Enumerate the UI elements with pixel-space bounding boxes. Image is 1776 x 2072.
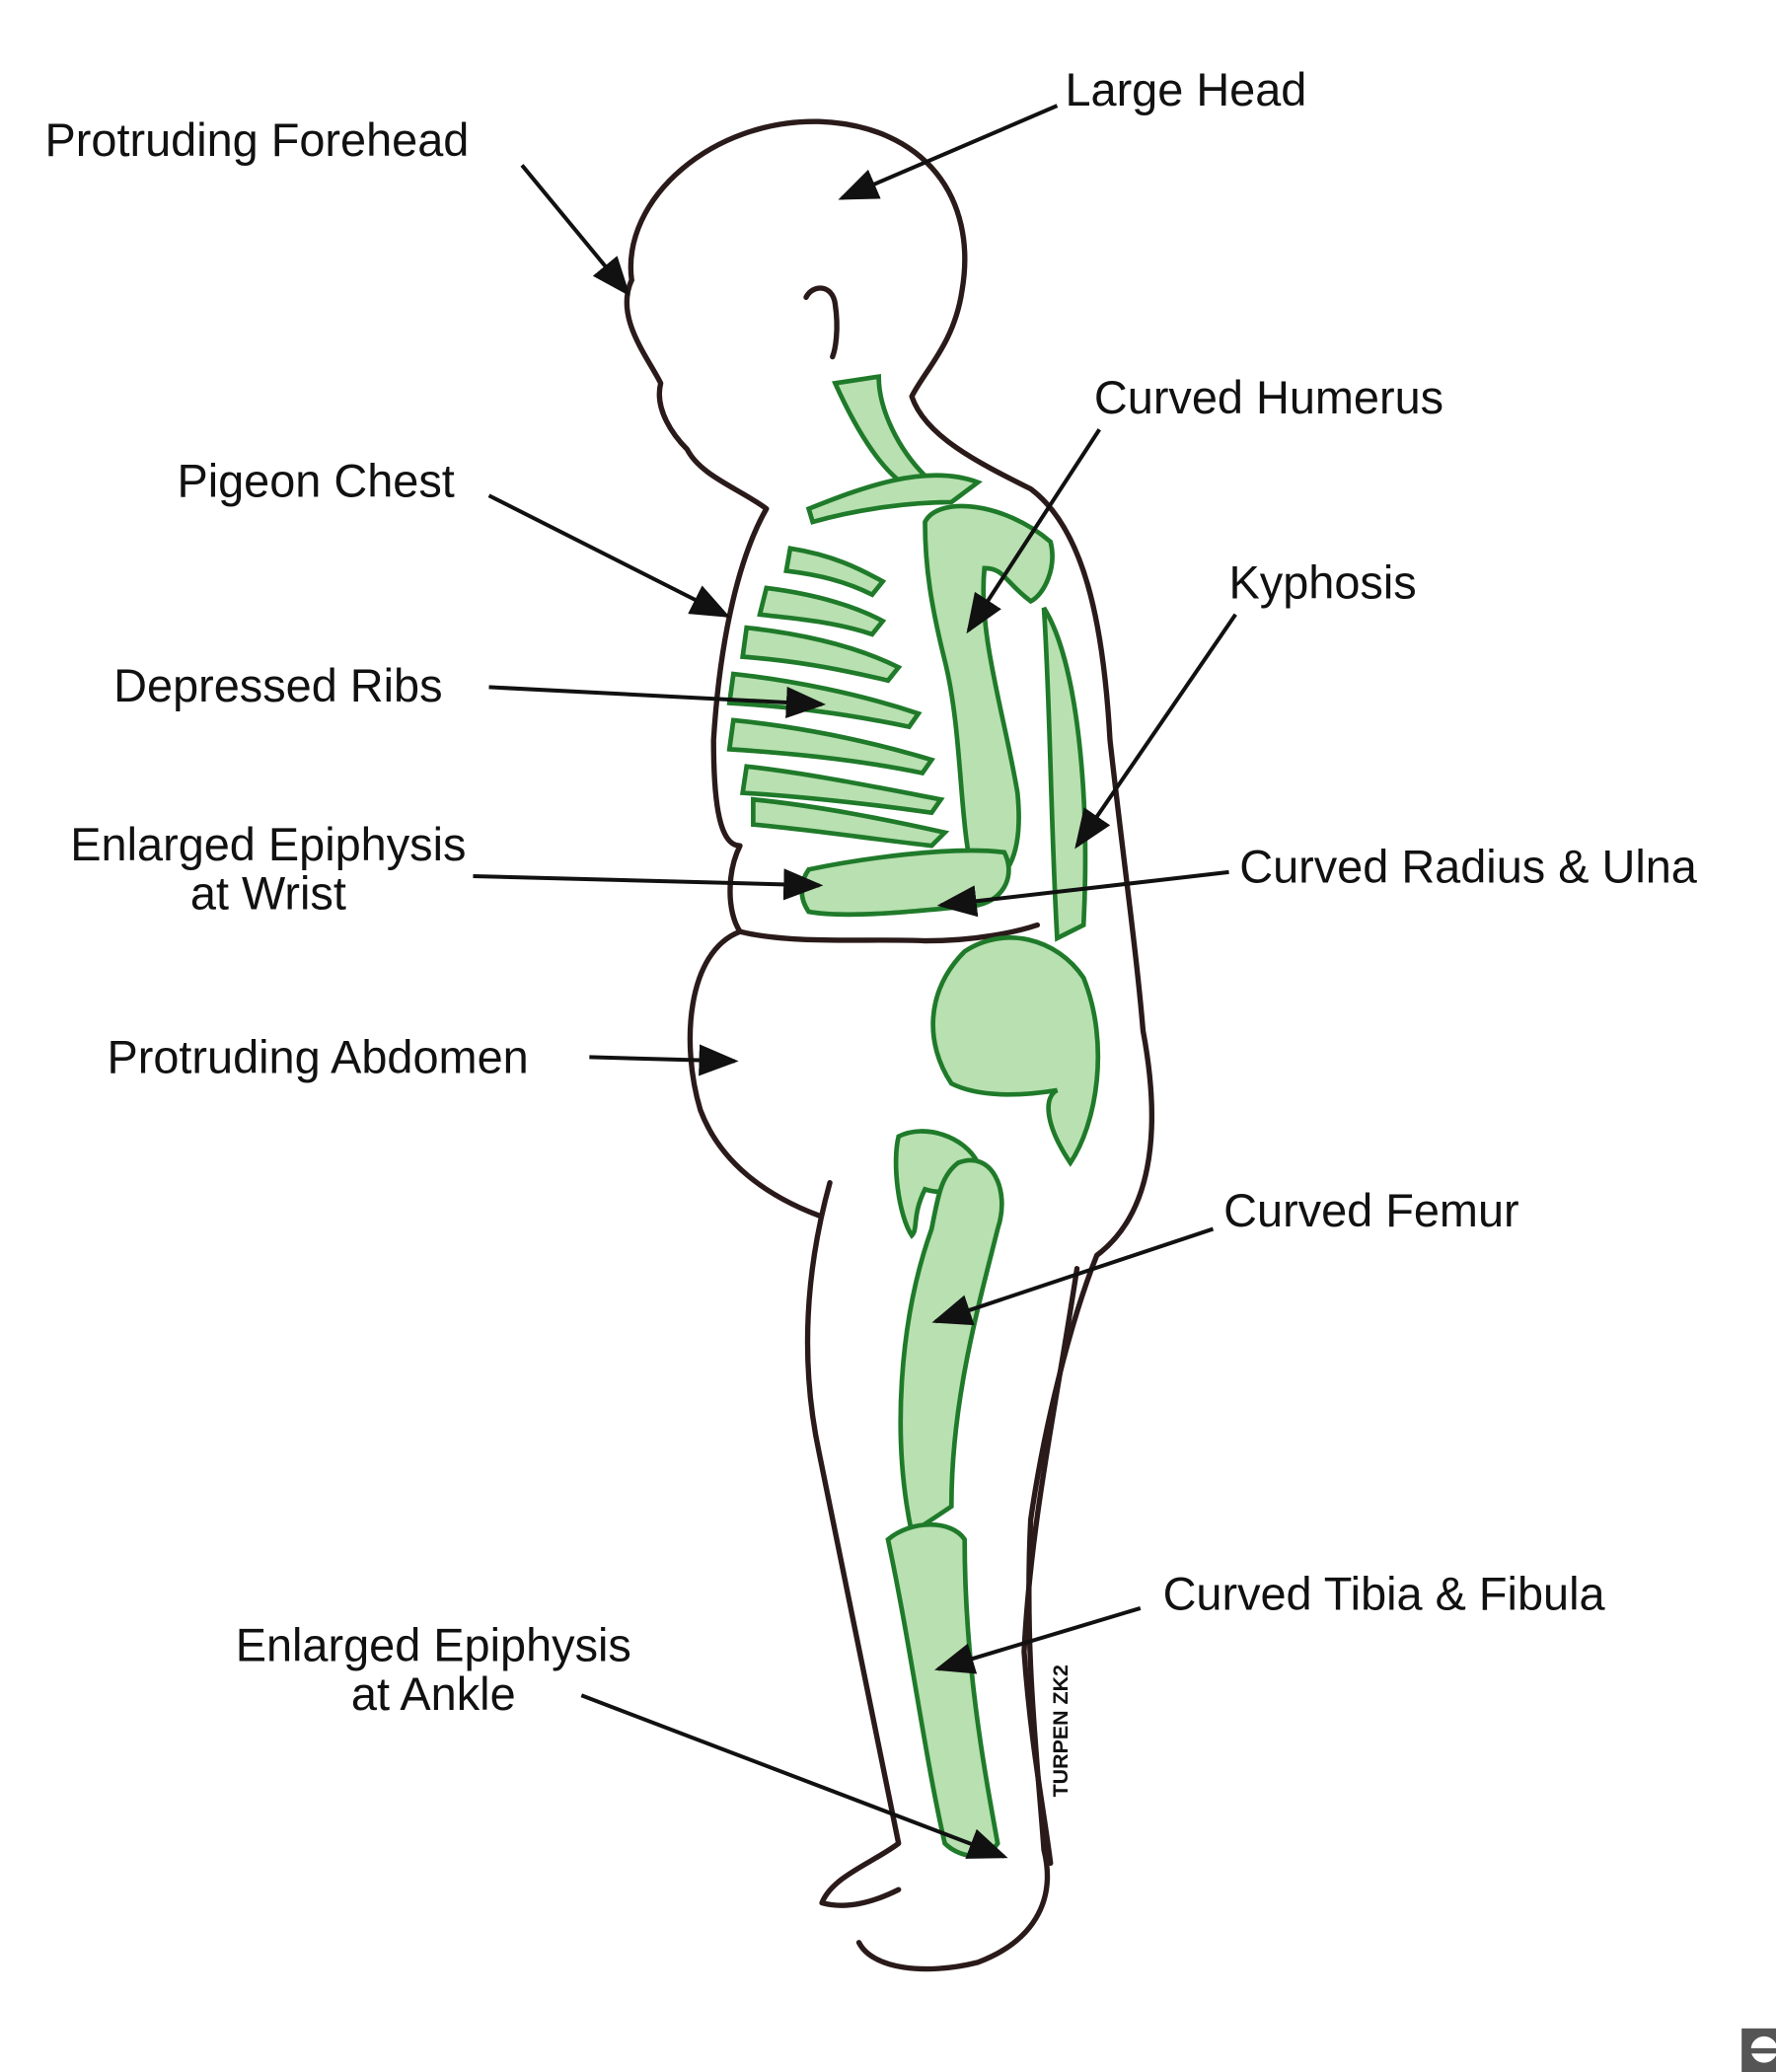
arrow bbox=[488, 685, 827, 719]
label-curved-radius-ulna: Curved Radius & Ulna bbox=[1239, 842, 1698, 893]
label-enlarged-epiphysis-ankle-line1: Enlarged Epiphysis bbox=[236, 1619, 631, 1670]
arrow bbox=[936, 869, 1229, 918]
label-protruding-forehead: Protruding Forehead bbox=[45, 114, 470, 166]
label-protruding-abdomen: Protruding Abdomen bbox=[107, 1032, 528, 1083]
ribs bbox=[726, 546, 950, 849]
label-kyphosis: Kyphosis bbox=[1229, 557, 1417, 609]
label-enlarged-epiphysis-wrist-line1: Enlarged Epiphysis bbox=[70, 819, 466, 870]
label-curved-femur: Curved Femur bbox=[1223, 1185, 1518, 1236]
annotation-protruding-abdomen: Protruding Abdomen bbox=[107, 1032, 739, 1083]
label-depressed-ribs: Depressed Ribs bbox=[113, 660, 442, 711]
arrow bbox=[838, 104, 1059, 200]
label-large-head: Large Head bbox=[1065, 64, 1306, 115]
label-curved-tibia-fibula: Curved Tibia & Fibula bbox=[1163, 1568, 1606, 1619]
annotation-enlarged-epiphysis-wrist: Enlarged Epiphysis at Wrist bbox=[70, 819, 824, 919]
publisher-logo bbox=[1741, 2028, 1776, 2072]
label-curved-humerus: Curved Humerus bbox=[1094, 372, 1443, 423]
label-enlarged-epiphysis-ankle-line2: at Ankle bbox=[351, 1668, 516, 1720]
arrow bbox=[589, 1044, 739, 1076]
arrow bbox=[473, 868, 824, 901]
arrow bbox=[580, 1693, 1008, 1859]
annotation-depressed-ribs: Depressed Ribs bbox=[113, 660, 827, 719]
arrow bbox=[1074, 613, 1237, 850]
annotation-curved-tibia-fibula: Curved Tibia & Fibula bbox=[934, 1568, 1606, 1674]
arrow bbox=[520, 164, 630, 297]
label-pigeon-chest: Pigeon Chest bbox=[177, 456, 454, 507]
annotation-enlarged-epiphysis-ankle: Enlarged Epiphysis at Ankle bbox=[236, 1619, 1008, 1859]
arrow bbox=[934, 1605, 1142, 1674]
arrow bbox=[931, 1226, 1215, 1326]
child-body-outline bbox=[624, 118, 1155, 1972]
label-enlarged-epiphysis-wrist-line2: at Wrist bbox=[190, 867, 346, 919]
artist-signature: TURPEN ZK2 bbox=[1049, 1665, 1073, 1797]
arrow bbox=[966, 428, 1101, 634]
annotation-curved-radius-ulna: Curved Radius & Ulna bbox=[936, 842, 1698, 918]
arrow bbox=[487, 493, 731, 618]
annotation-protruding-forehead: Protruding Forehead bbox=[45, 114, 630, 297]
skeleton bbox=[726, 373, 1101, 1859]
annotation-pigeon-chest: Pigeon Chest bbox=[177, 456, 731, 618]
annotation-curved-femur: Curved Femur bbox=[931, 1185, 1519, 1326]
annotation-kyphosis: Kyphosis bbox=[1074, 557, 1417, 850]
annotation-large-head: Large Head bbox=[838, 64, 1306, 200]
annotation-curved-humerus: Curved Humerus bbox=[966, 372, 1443, 634]
